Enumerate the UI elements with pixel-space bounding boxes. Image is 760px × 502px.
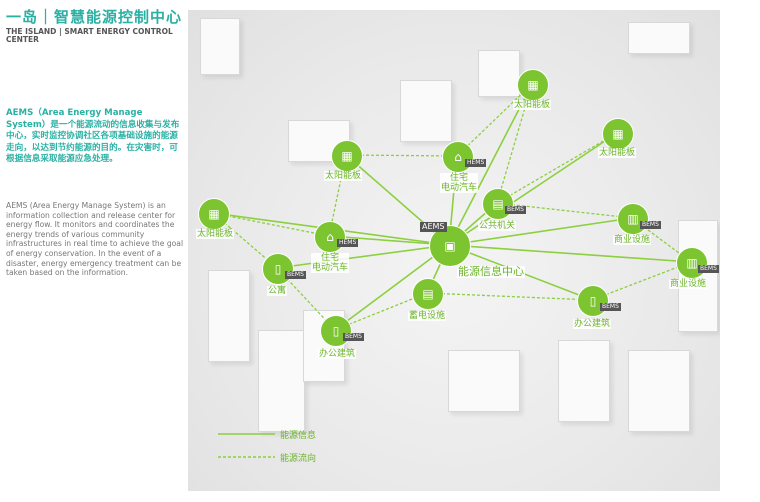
house-ev-icon: ⌂ [454,150,462,164]
header: 一岛｜智慧能源控制中心 THE ISLAND | SMART ENERGY CO… [6,10,184,44]
node-label: 太阳能板 [323,171,363,181]
node-label: 公寓 [266,286,288,296]
node-label: 太阳能板 [512,100,552,110]
apartment-icon: ▯ [274,262,282,276]
node-label: 商业设施 [612,235,652,245]
aems-badge: AEMS [420,222,447,232]
office-icon: ▯ [589,294,597,308]
description-cn: AEMS（Area Energy Manage System）是一个能源流动的信… [6,108,180,164]
bems-badge: BEMS [505,206,526,214]
description-en: AEMS (Area Energy Manage System) is an i… [6,201,184,278]
node-label: 办公建筑 [317,349,357,359]
battery-storage-node[interactable]: ▤ [412,278,444,310]
legend-dashed-label: 能源流向 [280,454,317,464]
commercial-icon: ▥ [627,212,639,226]
public-building-node[interactable]: ▤ [482,188,514,220]
bems-badge: BEMS [343,333,364,341]
node-label: 蓄电设施 [407,311,447,321]
commercial-node[interactable]: ▥ [676,247,708,279]
node-label: 太阳能板 [195,229,235,239]
house-ev-node[interactable]: ⌂ [442,141,474,173]
commercial-node[interactable]: ▥ [617,203,649,235]
node-label: 太阳能板 [597,148,637,158]
center-label: 能源信息中心 [457,265,525,278]
commercial-icon: ▥ [686,256,698,270]
solar-panel-icon: ▦ [612,127,624,141]
bems-badge: BEMS [600,303,621,311]
monitor-icon: ▣ [444,239,456,253]
solar-node[interactable]: ▦ [198,198,230,230]
bems-badge: BEMS [640,221,661,229]
node-label: 住宅 电动汽车 [310,253,350,273]
node-label: 商业设施 [668,279,708,289]
office-node[interactable]: ▯ [577,285,609,317]
bems-badge: BEMS [698,265,719,273]
house-ev-icon: ⌂ [326,230,334,244]
node-label: 办公建筑 [572,319,612,329]
solar-node[interactable]: ▦ [331,140,363,172]
office-icon: ▯ [332,324,340,338]
hems-badge: HEMS [337,239,359,247]
hems-badge: HEMS [465,159,487,167]
solar-node[interactable]: ▦ [517,69,549,101]
house-ev-node[interactable]: ⌂ [314,221,346,253]
node-label: 住宅 电动汽车 [439,173,479,193]
page-title: 一岛｜智慧能源控制中心 [6,8,183,26]
solar-panel-icon: ▦ [527,78,539,92]
page-subtitle: THE ISLAND | SMART ENERGY CONTROL CENTER [6,27,173,44]
solar-panel-icon: ▦ [208,207,220,221]
battery-storage-icon: ▤ [422,287,434,301]
apartment-node[interactable]: ▯ [262,253,294,285]
solar-panel-icon: ▦ [341,149,353,163]
legend-solid-label: 能源信息 [280,431,317,441]
bems-badge: BEMS [285,271,306,279]
solar-node[interactable]: ▦ [602,118,634,150]
node-label: 公共机关 [477,221,517,231]
office-node[interactable]: ▯ [320,315,352,347]
public-building-icon: ▤ [492,197,504,211]
aems-center-node[interactable]: ▣ [429,225,471,267]
